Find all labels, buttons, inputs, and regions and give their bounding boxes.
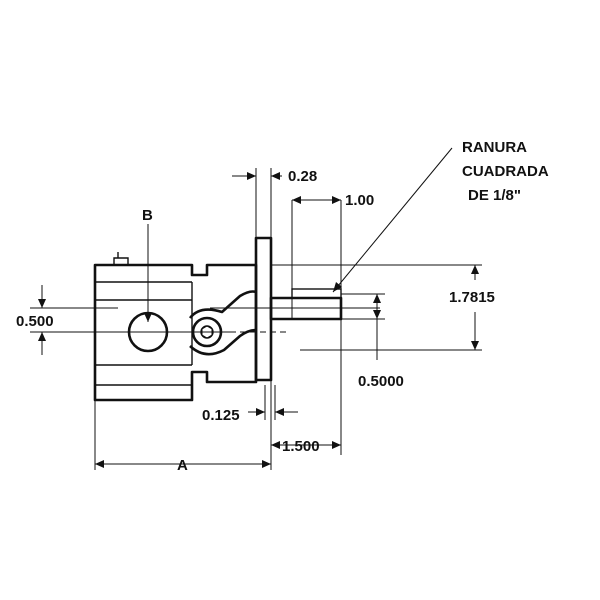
dim-body-length: A (177, 457, 188, 474)
note-ranura-line1: RANURA (462, 139, 527, 156)
dim-overall-height: 1.7815 (449, 289, 495, 306)
port-b-label: B (142, 207, 153, 224)
dim-shaft-length: 1.500 (282, 438, 320, 455)
note-ranura-line3: DE 1/8" (468, 187, 521, 204)
drive-shaft (269, 288, 343, 321)
dim-flange-gap: 0.125 (202, 407, 240, 424)
mounting-flange (254, 236, 273, 382)
dim-flange-thickness: 0.28 (288, 168, 317, 185)
dim-port-offset: 0.500 (16, 313, 54, 330)
relief-valve-fitting (188, 290, 257, 356)
dim-shaft-diameter: 0.5000 (358, 373, 404, 390)
labels: RANURA CUADRADA DE 1/8" B 0.28 1.00 1.78… (16, 139, 549, 474)
dim-key-length: 1.00 (345, 192, 374, 209)
pump-body (93, 252, 258, 402)
center-lines (58, 307, 380, 333)
note-ranura-line2: CUADRADA (462, 163, 549, 180)
extension-lines (30, 168, 482, 470)
dimension-lines (38, 147, 479, 468)
